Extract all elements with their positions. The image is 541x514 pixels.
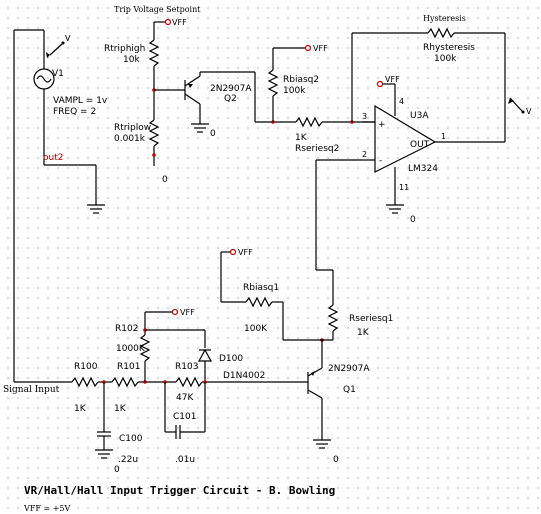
v1-vampl: VAMPL = 1v [53,96,108,106]
r100-ref: R100 [74,362,98,372]
voltage-probe-icon[interactable]: V [46,34,71,58]
v1-source[interactable]: V1 VAMPL = 1v FREQ = 2 out2 [33,30,108,205]
q2-part: 2N2907A [210,84,252,94]
v1-ref: V1 [52,69,64,79]
rbiasq2-resistor[interactable]: Rbiasq2 100k [267,48,319,122]
rseriesq2-value: 1K [295,133,308,143]
rbiasq2-ref: Rbiasq2 [283,75,319,85]
r103-value: 47K [176,393,194,403]
rtriphigh-value: 10k [123,55,140,65]
ground-icon [87,204,105,214]
q2-transistor[interactable]: 2N2907A Q2 [184,71,255,120]
u3a-minus: - [379,156,382,166]
c100-value: .22u [118,455,138,465]
u3a-part: LM324 [408,164,438,174]
rtriplow-ref: Rtriplow [114,123,151,133]
rtriphigh-ref: Rtriphigh [104,44,145,54]
q1-ref: Q1 [343,385,356,395]
vff-rail-r102: VFF [144,308,195,335]
r102-ref: R102 [115,324,138,334]
c101-ref: C101 [173,412,196,422]
rhysteresis-ref: Rhysteresis [423,43,475,53]
ground-icon: 0 [313,439,339,465]
c101-capacitor[interactable]: C101 .01u [164,382,206,465]
rseriesq1-value: 1K [357,328,370,338]
rbiasq1-resistor[interactable]: Rbiasq1 100K [221,283,284,340]
r103-ref: R103 [175,362,198,372]
rbiasq2-value: 100k [283,86,306,96]
vff-label: VFF [172,18,187,27]
r100-value: 1K [74,404,87,414]
rtriphigh-resistor[interactable]: Rtriphigh 10k [104,39,160,120]
rhysteresis-resistor[interactable]: Rhysteresis 100k [423,27,505,64]
rseriesq2-ref: Rseriesq2 [295,144,339,154]
vff-label: VFF [238,248,253,257]
probe-label-out: V [526,107,532,116]
ground-label: 0 [210,129,216,139]
v1-freq: FREQ = 2 [53,107,96,117]
r100-resistor[interactable]: R100 1K [71,362,99,414]
r101-resistor[interactable]: R101 1K [111,362,140,414]
ground-label: 0 [333,455,339,465]
c100-capacitor[interactable]: C100 .22u [97,382,143,465]
ground-icon: 0 [386,204,416,225]
r102-value: 1000K [116,344,146,354]
u3a-out-label: OUT [410,140,430,150]
rbiasq1-value: 100K [244,324,268,334]
d100-part: D1N4002 [223,371,265,381]
u3a-opamp[interactable]: + - 3 2 U3A OUT 1 LM324 4 11 [362,80,446,206]
r103-resistor[interactable]: R103 47K [175,362,203,403]
vff-label: VFF [385,75,400,84]
q2-ref: Q2 [224,94,237,104]
title: VR/Hall/Hall Input Trigger Circuit - B. … [24,484,335,497]
c101-value: .01u [175,455,195,465]
r101-ref: R101 [117,362,140,372]
ground-label: 0 [162,175,168,185]
vff-label: VFF [180,308,195,317]
vff-rail-rbiasq2: VFF [273,44,328,53]
u3a-pin-vcc: 4 [399,97,404,106]
rtriplow-value: 0.001k [114,134,146,144]
u3a-pin-gnd: 11 [399,183,409,192]
rseriesq1-resistor[interactable]: Rseriesq1 1K [327,304,393,340]
q1-part: 2N2907A [328,364,370,374]
rhysteresis-value: 100k [434,54,457,64]
c100-ref: C100 [119,434,143,444]
rbiasq1-ref: Rbiasq1 [243,283,279,293]
d100-diode[interactable]: D100 D1N4002 [197,330,265,382]
ground-icon: 0 [191,123,216,139]
v1-net-out: out2 [43,153,63,163]
u3a-plus: + [378,120,386,130]
vff-label: VFF [313,44,328,53]
ground-label: 0 [410,215,416,225]
r101-value: 1K [114,404,127,414]
vff-rail-setpoint: VFF [153,18,187,40]
setpoint-section-label: Trip Voltage Setpoint [114,5,201,14]
vff-rail-rbiasq1: VFF [220,248,253,302]
u3a-pin-minus: 2 [362,150,367,159]
voltage-probe-icon[interactable]: V [508,97,532,116]
rseriesq2-resistor[interactable]: 1K Rseriesq2 [295,116,375,154]
ground-icon: 0 [95,449,120,475]
probe-label-v1: V [65,34,71,43]
u3a-pin-out: 1 [441,132,446,141]
signal-input-label: Signal Input [3,385,60,395]
vff-note: VFF = +5V [23,504,70,513]
q1-transistor[interactable]: 2N2907A Q1 [307,340,370,440]
d100-ref: D100 [219,354,243,364]
r102-resistor[interactable]: R102 1000K [115,324,151,382]
hysteresis-section-label: Hysteresis [423,14,466,23]
u3a-ref: U3A [410,111,429,121]
vff-rail-u3a: VFF [385,75,400,84]
rseriesq1-ref: Rseriesq1 [349,314,393,324]
u3a-pin-plus: 3 [362,112,367,121]
rtriplow-resistor[interactable]: Rtriplow 0.001k [114,119,160,166]
ground-label: 0 [114,465,120,475]
